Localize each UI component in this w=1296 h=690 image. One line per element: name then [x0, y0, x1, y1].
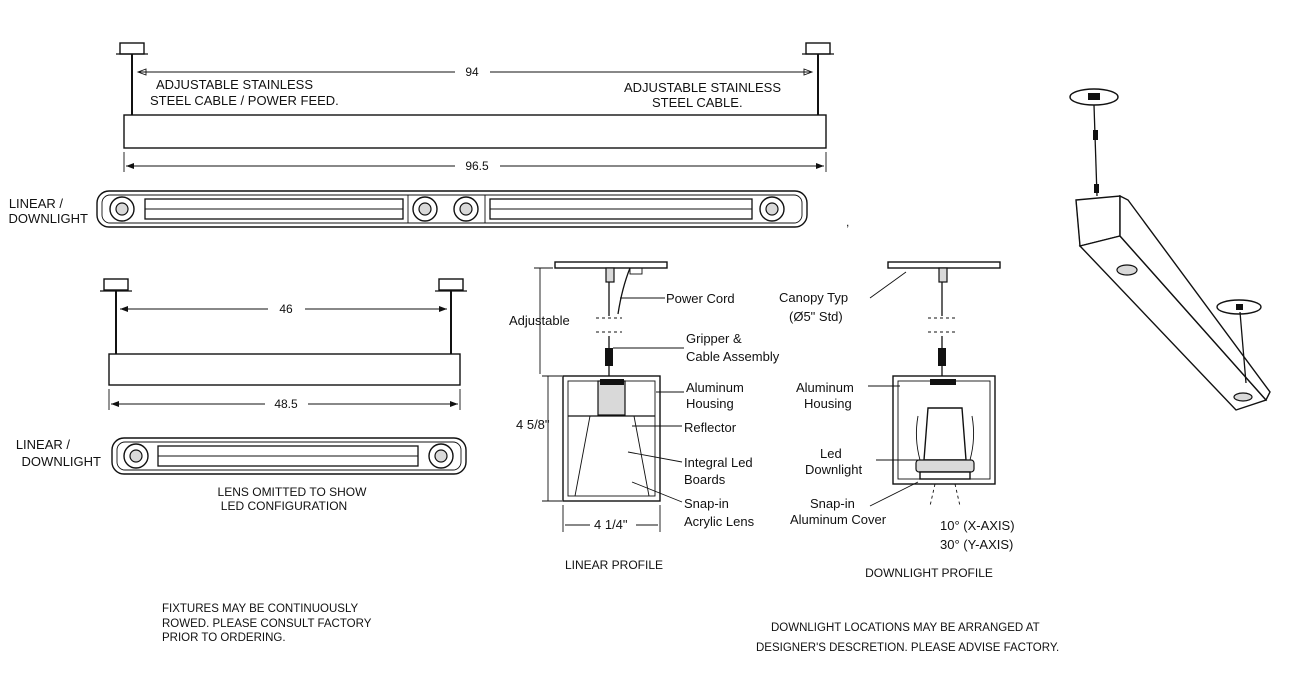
snap-in-label1: Snap-in: [684, 496, 729, 511]
dim-96-5: 96.5: [465, 159, 489, 173]
alum-housing-label1: Aluminum: [686, 380, 744, 395]
canopy-label1: Canopy Typ: [779, 290, 848, 305]
adjustable-label: Adjustable: [509, 313, 570, 328]
width-dim: 4 1/4": [594, 517, 628, 532]
rows-note-line1: FIXTURES MAY BE CONTINUOUSLY: [162, 603, 358, 615]
angle-x-label: 10° (X-AXIS): [940, 518, 1015, 533]
canopy-right-icon: [805, 42, 831, 55]
bottom-view-46: LINEAR / DOWNLIGHT LENS OMITTED TO SHOW …: [16, 437, 467, 513]
linear-profile-title: LINEAR PROFILE: [565, 558, 663, 572]
downlight-icon: [428, 443, 454, 469]
snap-in-label2: Acrylic Lens: [684, 514, 755, 529]
led-downlight-label1: Led: [820, 446, 842, 461]
linear-downlight-label1: LINEAR /: [16, 437, 71, 452]
led-downlight-icon: [923, 407, 967, 461]
cable-right-line2: STEEL CABLE.: [652, 95, 743, 110]
cable-left-line1: ADJUSTABLE STAINLESS: [156, 77, 313, 92]
downlight-icon: [1116, 264, 1138, 276]
dim-48-5: 48.5: [274, 397, 298, 411]
linear-profile: Adjustable 4 5/8" 4 1/4" Power Cord Grip…: [509, 261, 780, 572]
dim-46: 46: [279, 302, 293, 316]
dl-alum-housing-label1: Aluminum: [796, 380, 854, 395]
elevation-94: 94 ADJUSTABLE STAINLESS STEEL CABLE / PO…: [116, 42, 834, 173]
integral-led-label2: Boards: [684, 472, 726, 487]
cable-left-line2: STEEL CABLE / POWER FEED.: [150, 93, 339, 108]
notes: FIXTURES MAY BE CONTINUOUSLY ROWED. PLEA…: [162, 603, 1059, 654]
downlight-icon: [412, 196, 438, 222]
downlight-profile-title: DOWNLIGHT PROFILE: [865, 566, 993, 580]
canopy-icon: [554, 261, 668, 269]
gripper-label1: Gripper &: [686, 331, 742, 346]
downlight-icon: [123, 443, 149, 469]
rows-note-line2: ROWED. PLEASE CONSULT FACTORY: [162, 618, 372, 630]
canopy-left-icon: [103, 278, 129, 291]
led-downlight-label2: Downlight: [805, 462, 862, 477]
canopy-label2: (Ø5" Std): [789, 309, 843, 324]
linear-downlight-label1: LINEAR /: [9, 196, 64, 211]
perspective-view: ,: [846, 88, 1271, 411]
angle-y-label: 30° (Y-AXIS): [940, 537, 1013, 552]
fixture-body-94: [123, 114, 827, 149]
canopy-left-icon: [119, 42, 145, 55]
gripper-label2: Cable Assembly: [686, 349, 780, 364]
integral-led-label1: Integral Led: [684, 455, 753, 470]
svg-text:,: ,: [846, 215, 849, 229]
bottom-view-94: LINEAR / DOWNLIGHT: [9, 190, 808, 228]
alum-housing-label2: Housing: [686, 396, 734, 411]
downlight-icon: [109, 196, 135, 222]
elevation-46: 46 48.5: [100, 278, 467, 411]
dl-note-line2: DESIGNER'S DESCRETION. PLEASE ADVISE FAC…: [756, 642, 1059, 654]
fixture-bottom-94: [96, 190, 808, 228]
snap-cover-label2: Aluminum Cover: [790, 512, 887, 527]
rows-note-line3: PRIOR TO ORDERING.: [162, 632, 286, 644]
downlight-icon: [453, 196, 479, 222]
downlight-icon: [759, 196, 785, 222]
downlight-icon: [1233, 392, 1253, 402]
fixture-body-46: [108, 353, 461, 386]
dl-note-line1: DOWNLIGHT LOCATIONS MAY BE ARRANGED AT: [771, 622, 1040, 634]
downlight-profile: Canopy Typ (Ø5" Std) Aluminum Housing Le…: [779, 261, 1015, 580]
cable-right-line1: ADJUSTABLE STAINLESS: [624, 80, 781, 95]
linear-downlight-label2: DOWNLIGHT: [22, 454, 102, 469]
canopy-icon: [887, 261, 1001, 269]
canopy-right-icon: [438, 278, 464, 291]
lens-note-line2: LED CONFIGURATION: [221, 499, 347, 513]
linear-downlight-label2: DOWNLIGHT: [9, 211, 89, 226]
dl-alum-housing-label2: Housing: [804, 396, 852, 411]
power-cord-label: Power Cord: [666, 291, 735, 306]
snap-cover-label1: Snap-in: [810, 496, 855, 511]
height-dim: 4 5/8": [516, 417, 550, 432]
lens-note-line1: LENS OMITTED TO SHOW: [218, 485, 368, 499]
reflector-label: Reflector: [684, 420, 737, 435]
dim-94: 94: [465, 65, 479, 79]
